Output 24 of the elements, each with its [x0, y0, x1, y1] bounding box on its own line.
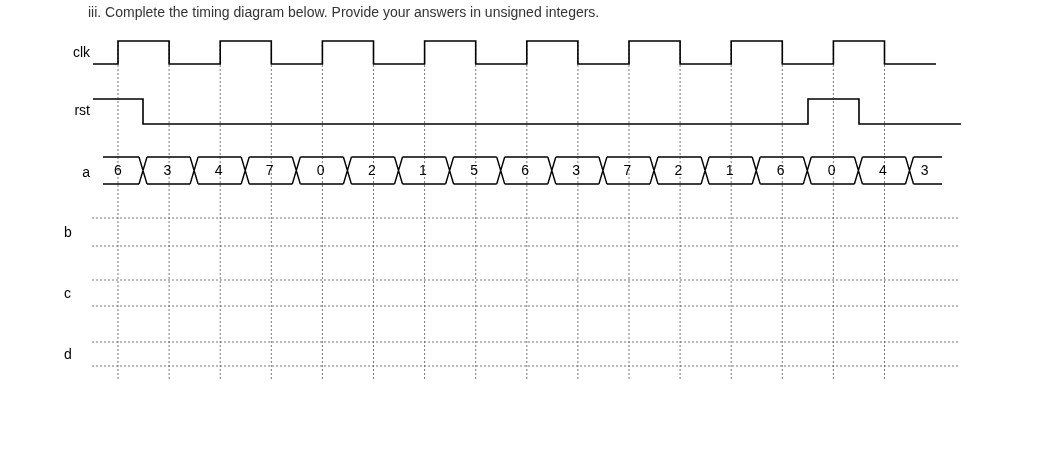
signal-name: b — [64, 223, 72, 242]
bus-value: 4 — [878, 162, 887, 177]
bus-value: 7 — [265, 162, 274, 177]
bus-value: 4 — [214, 162, 223, 177]
bus-value: 5 — [470, 162, 478, 177]
bus-value: 6 — [114, 162, 122, 177]
bus-value: 1 — [419, 162, 427, 177]
bus-value: 7 — [623, 162, 632, 177]
bus-value: 2 — [674, 162, 683, 177]
instruction-text: iii. Complete the timing diagram below. Provide your answers in unsigned integers. — [88, 3, 600, 22]
signal-name: clk — [72, 43, 90, 62]
bus-value: 0 — [316, 162, 325, 177]
bus-value: 3 — [572, 162, 581, 177]
signal-name: a — [82, 163, 90, 182]
bus-value: 0 — [827, 162, 836, 177]
signal-name: rst — [74, 101, 90, 120]
signal-name: c — [64, 284, 71, 303]
bus-value: 6 — [776, 162, 785, 177]
bus-value: 3 — [920, 162, 929, 177]
signal-name: d — [64, 345, 72, 364]
bus-value: 1 — [725, 162, 734, 177]
bus-value: 6 — [521, 162, 530, 177]
bus-value: 2 — [367, 162, 376, 177]
bus-value: 3 — [163, 162, 172, 177]
